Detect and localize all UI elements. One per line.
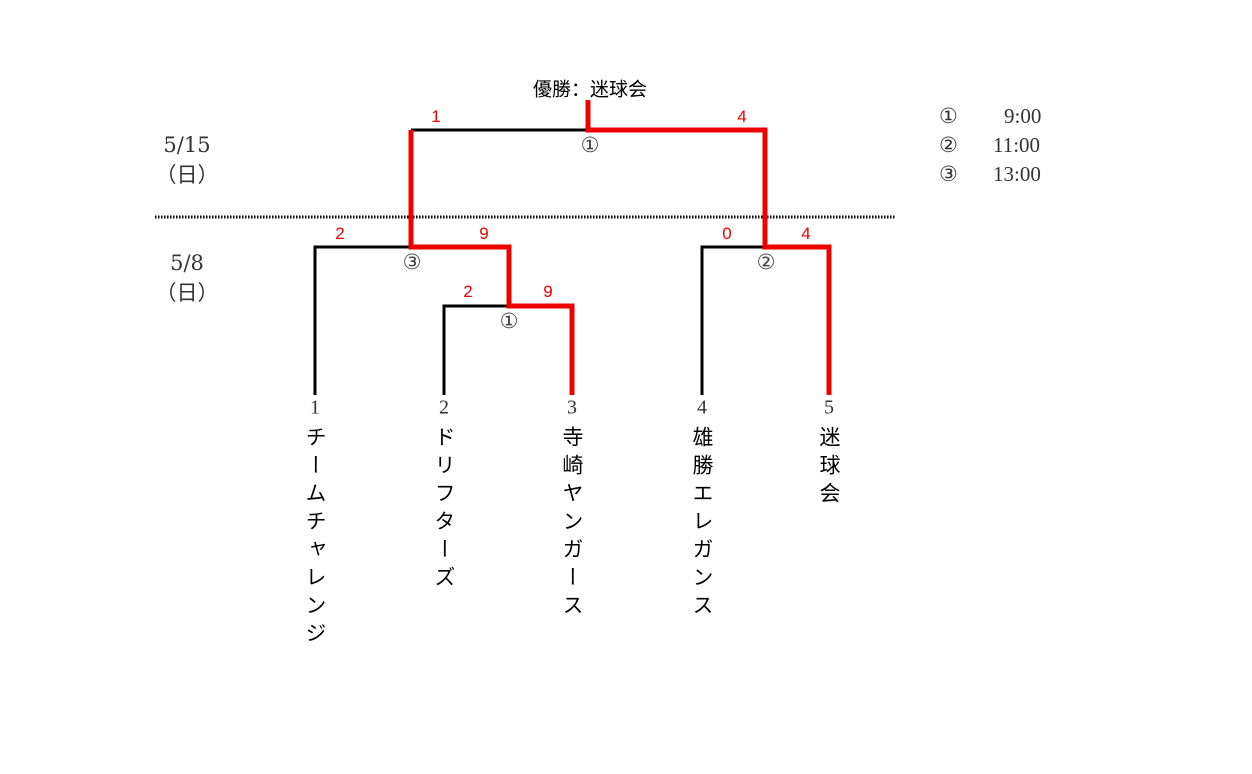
schedule-time-3: 13:00 — [993, 162, 1041, 186]
team-name-4: 雄勝エレガンス — [690, 426, 714, 622]
team-name-3: 寺崎ヤンガース — [560, 426, 584, 622]
score-final-left: 1 — [431, 107, 441, 126]
schedule-time-1: 9:00 — [1004, 104, 1042, 128]
score-final-right: 4 — [737, 107, 747, 126]
match-mark-1: ① — [499, 309, 519, 333]
date-final: 5/15 — [163, 133, 211, 157]
score-m2-right: 4 — [801, 224, 811, 243]
match-mark-2: ② — [756, 250, 776, 274]
seed-5: 5 — [824, 396, 834, 419]
score-m1-right: 9 — [543, 282, 553, 301]
match-mark-final: ① — [580, 133, 600, 157]
schedule-mark-1: ① — [939, 104, 958, 128]
day-final: （日） — [155, 163, 219, 187]
schedule-mark-2: ② — [939, 133, 958, 157]
score-m3-left: 2 — [335, 224, 345, 243]
score-m2-left: 0 — [722, 224, 732, 243]
champion-title: 優勝：迷球会 — [532, 78, 648, 101]
seed-3: 3 — [567, 396, 577, 419]
date-round1: 5/8 — [170, 251, 204, 275]
schedule-mark-3: ③ — [939, 162, 958, 186]
team-name-1: チームチャレンジ — [303, 426, 327, 650]
losing-paths — [313, 128, 765, 395]
score-m1-left: 2 — [463, 282, 473, 301]
seed-4: 4 — [697, 396, 707, 419]
seed-2: 2 — [439, 396, 449, 419]
match-mark-3: ③ — [402, 250, 422, 274]
winning-paths — [408, 100, 832, 395]
schedule-time-2: 11:00 — [993, 133, 1041, 157]
score-m3-right: 9 — [479, 224, 489, 243]
team-name-5: 迷球会 — [817, 426, 841, 510]
team-name-2: ドリフターズ — [432, 426, 456, 594]
day-round1: （日） — [155, 281, 219, 305]
seed-1: 1 — [310, 396, 320, 419]
